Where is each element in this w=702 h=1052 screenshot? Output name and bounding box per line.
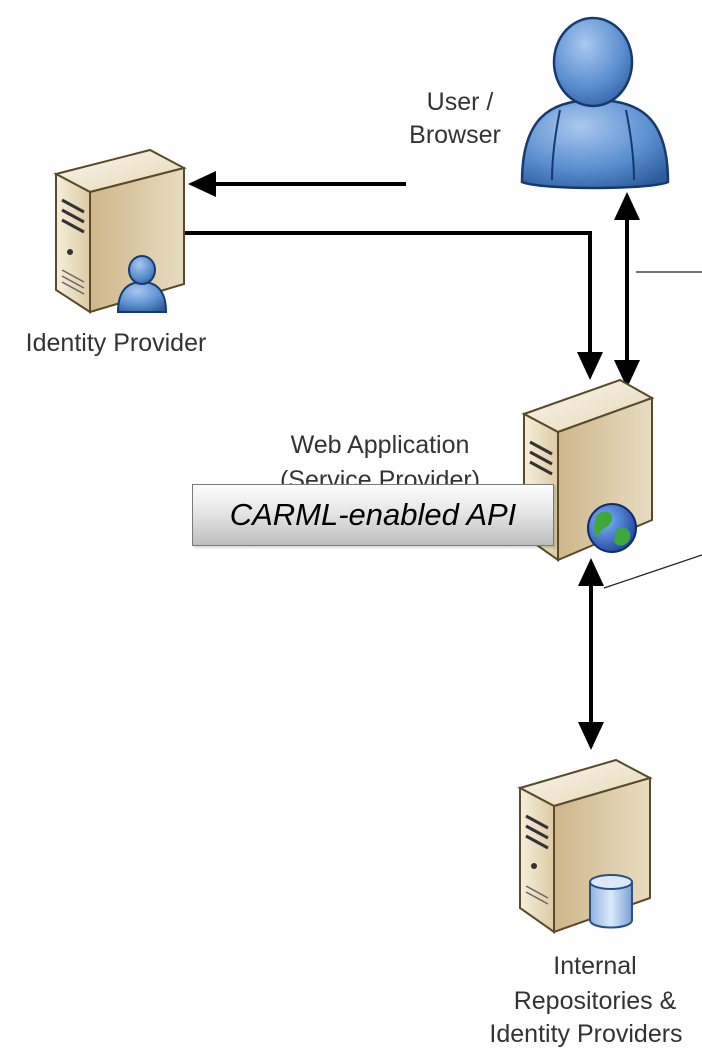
identity-provider-label: Identity Provider — [25, 329, 207, 357]
globe-icon — [587, 503, 637, 553]
internal-label-line1: Internal — [553, 952, 637, 980]
user-label-line1: User / — [426, 88, 494, 116]
database-icon — [589, 874, 633, 929]
web-application-label-line1: Web Application — [290, 431, 470, 459]
arrow-webapp-internal — [578, 558, 604, 750]
internal-repositories-server-icon — [517, 758, 653, 934]
user-label-line2: Browser — [409, 121, 501, 149]
user-badge-icon — [116, 255, 168, 313]
arrow-browser-webapp — [614, 192, 640, 388]
annotation-line-mid — [603, 554, 702, 589]
internal-label-line2: Repositories & — [513, 987, 677, 1015]
identity-provider-server-icon — [53, 148, 187, 314]
internal-label-line3: Identity Providers — [489, 1020, 683, 1048]
carml-api-callout-text: CARML-enabled API — [229, 497, 517, 532]
carml-api-callout: CARML-enabled API — [192, 484, 554, 546]
arrow-idp-to-webapp — [184, 231, 603, 380]
arrow-browser-to-idp — [188, 171, 406, 197]
user-icon — [520, 16, 670, 190]
web-application-label-line2: (Service Provider) — [279, 466, 481, 484]
